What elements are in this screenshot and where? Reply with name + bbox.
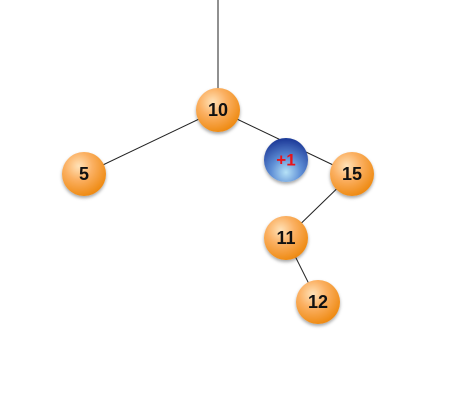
- tree-node-15[interactable]: 15: [330, 152, 374, 196]
- tree-node-5[interactable]: 5: [62, 152, 106, 196]
- node-label: 5: [79, 164, 89, 184]
- tree-node-11[interactable]: 11: [264, 216, 308, 260]
- badge-label: +1: [276, 151, 295, 170]
- edge-10-5: [83, 109, 219, 175]
- node-label: 10: [208, 100, 228, 120]
- tree-node-12[interactable]: 12: [296, 280, 340, 324]
- tree-node-10[interactable]: 10: [196, 88, 240, 132]
- increment-badge[interactable]: +1: [264, 138, 308, 182]
- node-label: 15: [342, 164, 362, 184]
- node-label: 12: [308, 292, 328, 312]
- node-label: 11: [276, 228, 295, 248]
